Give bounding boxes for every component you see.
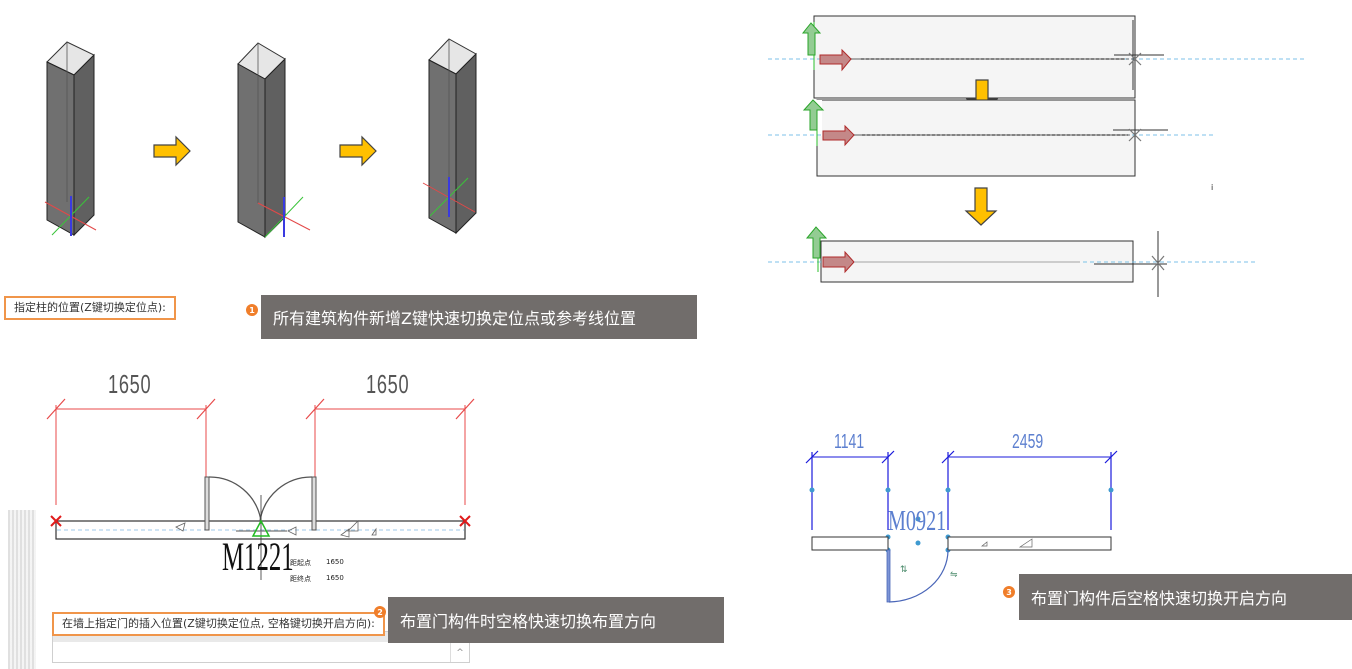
distance-start-label: 距起点 [290, 559, 311, 567]
callout-1: 所有建筑构件新增Z键快速切换定位点或参考线位置 [261, 295, 697, 339]
distance-end-label: 距终点 [290, 575, 311, 583]
up-arrow-icon [802, 99, 825, 131]
right-arrow-icon [339, 135, 377, 167]
up-arrow-icon [801, 22, 822, 56]
svg-text:i: i [1211, 183, 1213, 192]
reference-line-diagram: i [768, 15, 1305, 297]
column-position-prompt: 指定柱的位置(Z键切换定位点): [4, 296, 176, 320]
door-label-m0921: M0921 [888, 506, 947, 537]
double-door-plan [46, 398, 475, 580]
right-arrow-icon [819, 48, 852, 72]
up-arrow-icon [805, 226, 828, 259]
dimension-1141: 1141 [834, 431, 865, 453]
door-position-prompt: 在墙上指定门的插入位置(Z键切换定位点, 空格键切换开启方向): [52, 612, 385, 636]
scroll-up-button[interactable]: ^ [450, 642, 469, 662]
svg-text:⇅: ⇅ [900, 565, 908, 575]
dimension-left: 1650 [108, 369, 152, 399]
step-badge-1: 1 [246, 304, 258, 316]
door-label-m1221: M1221 [222, 534, 294, 579]
insert-point-marker [251, 519, 271, 537]
building-watermark [8, 510, 36, 669]
column-2 [237, 42, 311, 239]
column-3 [422, 38, 477, 235]
distance-end-value: 1650 [326, 574, 344, 582]
right-arrow-icon [822, 124, 855, 147]
step-badge-2: 2 [374, 606, 386, 618]
column-diagram [44, 38, 477, 239]
step-badge-3: 3 [1003, 586, 1015, 598]
dimension-2459: 2459 [1012, 431, 1044, 453]
dimension-right: 1650 [366, 369, 410, 399]
down-arrow-icon [964, 187, 998, 226]
right-arrow-icon [153, 135, 191, 167]
callout-3: 布置门构件后空格快速切换开启方向 [1019, 574, 1352, 620]
svg-text:⇋: ⇋ [950, 570, 958, 580]
endpoint-marker-right [459, 515, 471, 527]
endpoint-marker-left [50, 515, 62, 527]
distance-start-value: 1650 [326, 558, 344, 566]
right-arrow-icon [822, 250, 855, 274]
column-1 [44, 41, 97, 237]
single-door-plan: ⇅ ⇋ [805, 450, 1118, 603]
callout-2: 布置门构件时空格快速切换布置方向 [388, 597, 724, 643]
